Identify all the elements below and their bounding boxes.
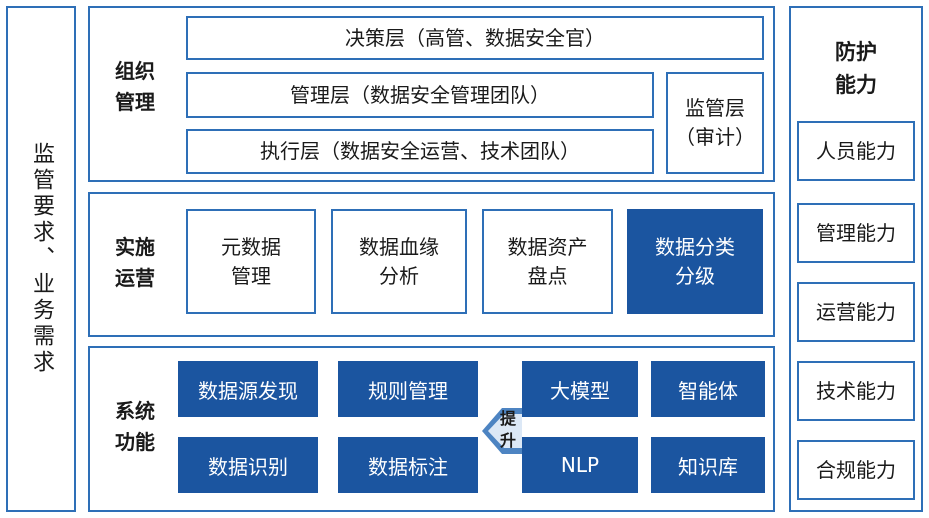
agent-box: 智能体 (651, 361, 765, 417)
capabilities-title: 防护 能力 (835, 40, 877, 97)
supervision-layer-box: 监管层 （审计） (666, 72, 764, 174)
capability-operations: 运营能力 (797, 282, 915, 342)
data-annotation-box: 数据标注 (338, 437, 478, 493)
capability-technology: 技术能力 (797, 361, 915, 421)
operations-label: 实施 运营 (115, 235, 155, 290)
functions-label: 系统 功能 (115, 399, 155, 454)
execution-layer-box: 执行层（数据安全运营、技术团队） (186, 129, 654, 174)
capability-compliance: 合规能力 (797, 440, 915, 500)
knowledge-base-box: 知识库 (651, 437, 765, 493)
data-lineage-box: 数据血缘 分析 (331, 209, 467, 314)
data-classification-box: 数据分类 分级 (627, 209, 763, 314)
data-source-discovery-box: 数据源发现 (178, 361, 318, 417)
requirements-text: 监管要求、业务需求 (29, 142, 54, 376)
metadata-management-box: 元数据 管理 (186, 209, 316, 314)
capability-personnel: 人员能力 (797, 121, 915, 181)
large-model-box: 大模型 (522, 361, 638, 417)
capability-management: 管理能力 (797, 203, 915, 263)
requirements-panel: 监管要求、业务需求 (6, 6, 76, 512)
data-asset-inventory-box: 数据资产 盘点 (482, 209, 613, 314)
data-identification-box: 数据识别 (178, 437, 318, 493)
organization-label: 组织 管理 (115, 59, 155, 114)
rule-management-box: 规则管理 (338, 361, 478, 417)
nlp-box: NLP (522, 437, 638, 493)
decision-layer-box: 决策层（高管、数据安全官） (186, 16, 764, 60)
enhance-arrow-icon (482, 408, 522, 454)
management-layer-box: 管理层（数据安全管理团队） (186, 72, 654, 118)
enhance-label: 提 升 (499, 409, 516, 451)
